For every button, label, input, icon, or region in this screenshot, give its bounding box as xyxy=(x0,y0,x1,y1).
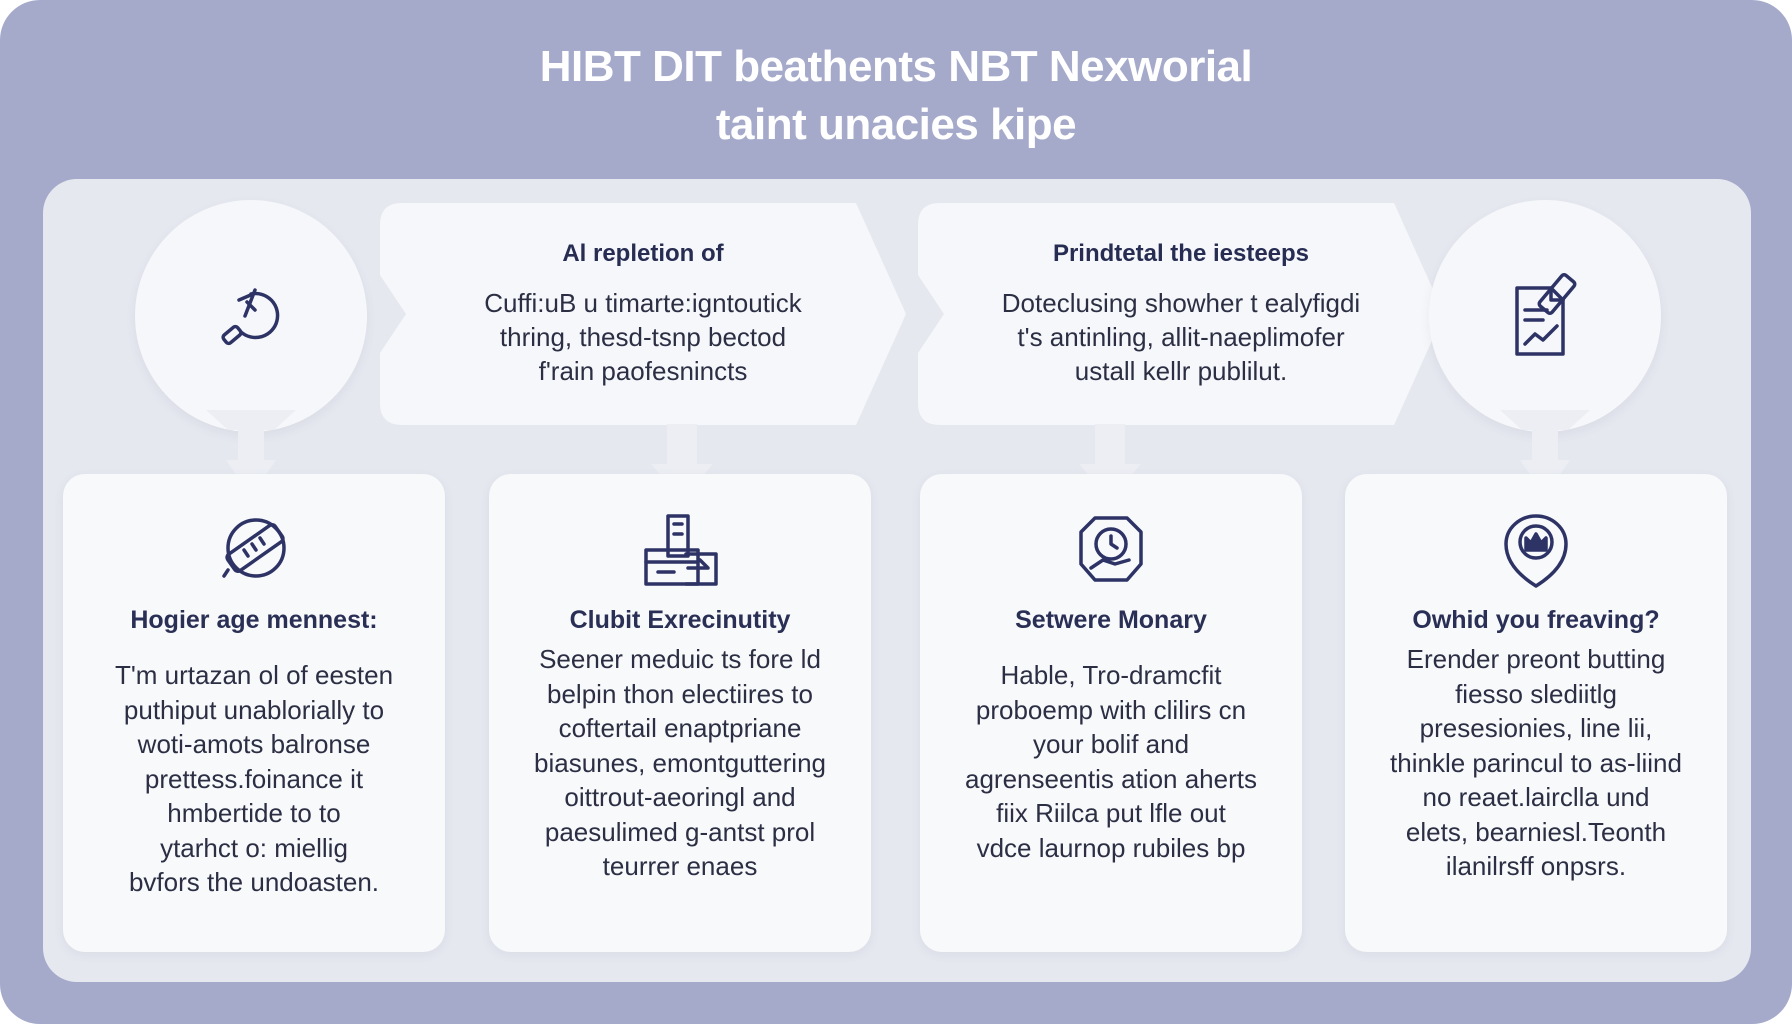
top-circle-1 xyxy=(135,200,367,432)
clock-handshake-icon xyxy=(1079,516,1143,582)
top-arrow-card-1: Al repletion of Cuffi:uB u timarte:ignto… xyxy=(380,203,906,425)
arrow-card-1-title: Al repletion of xyxy=(562,240,724,267)
card-3-body: Hable, Tro-dramcfit proboemp with clilir… xyxy=(965,660,1257,863)
arrow-card-1-body: Cuffi:uB u timarte:igntoutick thring, th… xyxy=(484,288,802,386)
title-line-1: HIBT DIT beathents NBT Nexworial xyxy=(539,42,1253,91)
bottom-card-3: Setwere Monary Hable, Tro-dramcfit probo… xyxy=(920,474,1302,952)
bottom-card-2: Clubit Exrecinutity Seener meduic ts for… xyxy=(489,474,871,952)
buildings-icon xyxy=(644,514,718,586)
card-4-body: Erender preont butting fiesso slediitlg … xyxy=(1390,644,1682,881)
card-4-title: Owhid you freaving? xyxy=(1412,606,1660,634)
tape-measure-icon xyxy=(222,518,286,578)
bottom-card-1: Hogier age mennest: T'm urtazan ol of ee… xyxy=(63,474,445,952)
tools-icon xyxy=(221,288,280,346)
arrow-card-2-title: Prindtetal the iesteeps xyxy=(1052,240,1310,267)
arrow-card-2-body: Doteclusing showher t ealyfigdi t's anti… xyxy=(1001,288,1361,386)
card-1-body: T'm urtazan ol of eesten puthiput unablo… xyxy=(114,660,394,897)
connector-1 xyxy=(206,410,296,496)
crown-shield-icon xyxy=(1504,514,1568,588)
top-circle-2 xyxy=(1429,200,1661,432)
card-2-body: Seener meduic ts fore ld belpin thon ele… xyxy=(534,644,826,881)
card-3-title: Setwere Monary xyxy=(1015,606,1207,634)
connector-4 xyxy=(1500,410,1590,496)
card-2-title: Clubit Exrecinutity xyxy=(569,606,791,634)
document-chart-icon xyxy=(1515,273,1577,356)
bottom-card-4: Owhid you freaving? Erender preont butti… xyxy=(1345,474,1727,952)
title-line-2: taint unacies kipe xyxy=(715,100,1077,149)
card-1-title: Hogier age mennest: xyxy=(130,606,378,634)
page-title: HIBT DIT beathents NBT Nexworial taint u… xyxy=(0,38,1792,154)
top-arrow-card-2: Prindtetal the iesteeps Doteclusing show… xyxy=(918,203,1444,425)
